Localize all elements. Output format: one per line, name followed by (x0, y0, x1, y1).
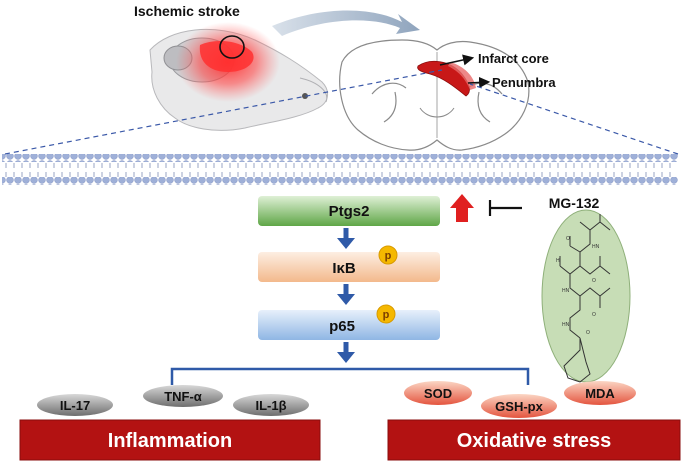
curved-arrow-icon (272, 10, 420, 36)
cytokine-pill-il17: IL-17 (37, 394, 113, 416)
mg132-structure: O HN H O HN O HN O (541, 209, 631, 383)
svg-text:IL-1β: IL-1β (255, 398, 286, 413)
arrow-down-icon (337, 294, 355, 305)
oxidative-pill-sod: SOD (404, 381, 472, 405)
svg-text:O: O (592, 312, 596, 318)
zoom-line-right (469, 83, 679, 155)
phospho-label: p (383, 309, 390, 321)
lesion-circle (219, 35, 245, 59)
cell-membrane (2, 154, 678, 185)
ptgs2-box: Ptgs2 (258, 196, 440, 226)
oxidative-pill-gshpx: GSH-px (481, 394, 557, 418)
p65-box: p65 (258, 310, 440, 340)
inflammation-box: Inflammation (19, 419, 321, 461)
svg-text:O: O (592, 278, 596, 284)
phospho-label: p (385, 250, 392, 262)
zoom-line-left (4, 69, 443, 155)
penumbra-label: Penumbra (492, 75, 556, 90)
arrow-down-icon (337, 238, 355, 249)
svg-text:SOD: SOD (424, 386, 452, 401)
cytokine-pill-tnf: TNF-α (143, 385, 223, 407)
svg-text:O: O (566, 236, 570, 242)
oxidative-pill-mda: MDA (564, 381, 636, 405)
svg-text:HN: HN (562, 288, 570, 294)
svg-text:IL-17: IL-17 (60, 398, 90, 413)
phospho-badge-p65: p (376, 304, 396, 324)
inhibition-icon (488, 200, 522, 216)
brain-section (339, 39, 530, 151)
up-arrow-icon (450, 194, 474, 222)
svg-text:H: H (556, 258, 560, 264)
ikb-box: IκB (258, 252, 440, 282)
infarct-core-label: Infarct core (478, 51, 549, 66)
mg132-label: MG-132 (549, 195, 600, 211)
inflammation-label: Inflammation (108, 430, 232, 452)
svg-text:MDA: MDA (585, 386, 615, 401)
svg-text:O: O (586, 330, 590, 336)
phospho-badge-ikb: p (378, 245, 398, 265)
cytokine-pill-il1b: IL-1β (233, 394, 309, 416)
oxidative-stress-label: Oxidative stress (457, 430, 612, 452)
svg-text:TNF-α: TNF-α (164, 389, 202, 404)
arrow-down-icon (337, 352, 355, 363)
oxidative-stress-box: Oxidative stress (387, 419, 681, 461)
p65-label: p65 (329, 318, 355, 335)
ischemic-stroke-title: Ischemic stroke (134, 3, 240, 19)
svg-text:HN: HN (562, 322, 570, 328)
svg-text:GSH-px: GSH-px (495, 399, 543, 414)
svg-text:HN: HN (592, 244, 600, 250)
ptgs2-label: Ptgs2 (329, 203, 370, 220)
ikb-label: IκB (332, 260, 356, 277)
branch-bracket (170, 367, 530, 385)
mouse-illustration (149, 22, 328, 131)
